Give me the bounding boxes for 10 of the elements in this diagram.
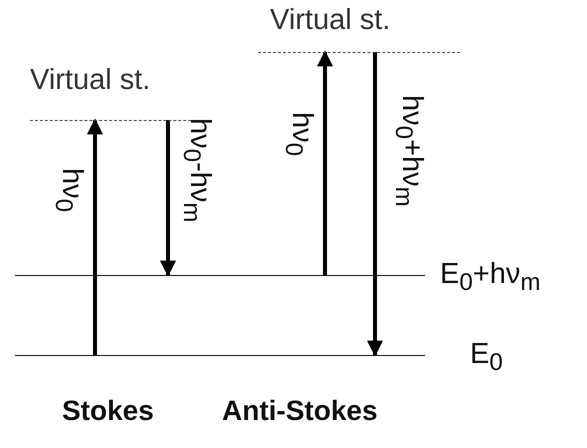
process-label: Anti-Stokes xyxy=(222,395,378,427)
transition-arrow xyxy=(87,118,103,355)
energy-level-label: E$_{0}$ xyxy=(470,340,503,375)
transition-arrow xyxy=(367,52,383,357)
energy-level-label: E$_{0}$+hν$_{m}$ xyxy=(440,260,540,295)
state-label: Virtual st. xyxy=(270,6,390,35)
state-label: Virtual st. xyxy=(30,66,150,95)
transition-arrow xyxy=(317,50,333,275)
process-label: Stokes xyxy=(62,395,154,427)
transition-arrow xyxy=(160,120,176,277)
